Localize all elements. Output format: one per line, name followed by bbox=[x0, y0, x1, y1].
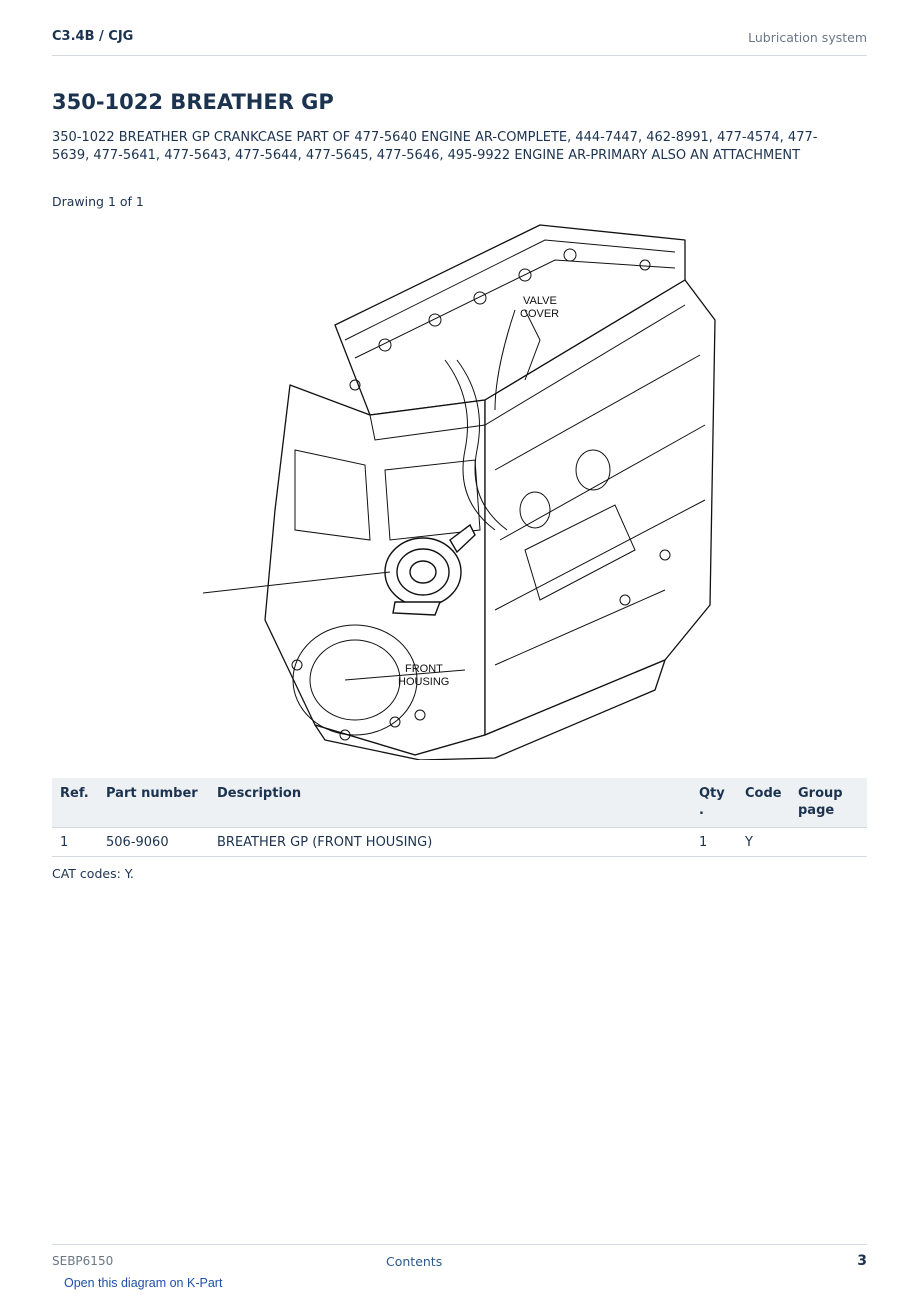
front-housing-label-line1: FRONT bbox=[405, 663, 443, 675]
cell-group-page bbox=[790, 827, 867, 857]
col-qty: Qty. bbox=[691, 778, 737, 828]
camshaft-port-2 bbox=[519, 491, 551, 529]
engine-diagram[interactable]: VALVE COVER FRONT HOUSING bbox=[195, 210, 725, 760]
bolt-3 bbox=[473, 291, 487, 305]
document-id: SEBP6150 bbox=[52, 1254, 114, 1268]
bolt-7 bbox=[639, 259, 651, 271]
col-description: Description bbox=[209, 778, 691, 828]
front-pulley-inner bbox=[309, 639, 401, 721]
front-pulley-housing bbox=[292, 624, 418, 736]
section-label: Lubrication system bbox=[748, 30, 867, 45]
cell-description: BREATHER GP (FRONT HOUSING) bbox=[209, 827, 691, 857]
parts-table: Ref. Part number Description Qty. Code G… bbox=[52, 778, 867, 857]
col-ref: Ref. bbox=[52, 778, 98, 828]
group-description: 350-1022 BREATHER GP CRANKCASE PART OF 4… bbox=[52, 130, 818, 163]
housing-bolt-1 bbox=[291, 659, 303, 671]
cell-code: Y bbox=[737, 827, 790, 857]
housing-bolt-5 bbox=[619, 594, 631, 606]
cat-codes-note: CAT codes: Y. bbox=[52, 866, 134, 881]
open-kpart-link[interactable]: Open this diagram on K-Part bbox=[64, 1276, 223, 1290]
housing-bolt-3 bbox=[339, 729, 351, 741]
valve-cover-label-line1: VALVE bbox=[523, 295, 557, 307]
cell-qty: 1 bbox=[691, 827, 737, 857]
bolt-4 bbox=[518, 268, 532, 282]
page-header: C3.4B / CJG Lubrication system bbox=[52, 28, 867, 56]
col-part-number: Part number bbox=[98, 778, 209, 828]
page-footer: SEBP6150 Contents 3 bbox=[52, 1244, 867, 1275]
ref-1-leader-line bbox=[202, 571, 391, 594]
front-housing-label-line2: HOUSING bbox=[398, 676, 449, 688]
cell-part-number: 506-9060 bbox=[98, 827, 209, 857]
bolt-5 bbox=[563, 248, 577, 262]
page-number: 3 bbox=[857, 1253, 867, 1269]
contents-link[interactable]: Contents bbox=[386, 1254, 443, 1269]
cell-ref: 1 bbox=[52, 827, 98, 857]
oil-pan-outline bbox=[314, 659, 666, 760]
col-code: Code bbox=[737, 778, 790, 828]
model-label: C3.4B / CJG bbox=[52, 29, 134, 44]
bolt-1 bbox=[378, 338, 392, 352]
engine-drawing: VALVE COVER FRONT HOUSING bbox=[202, 224, 716, 760]
breather-gp bbox=[384, 523, 476, 616]
housing-bolt-6 bbox=[659, 549, 671, 561]
page-title: 350-1022 BREATHER GP bbox=[52, 90, 334, 114]
table-row: 1 506-9060 BREATHER GP (FRONT HOUSING) 1… bbox=[52, 827, 867, 857]
housing-bolt-4 bbox=[414, 709, 426, 721]
bolt-6 bbox=[349, 379, 361, 391]
bolt-2 bbox=[428, 313, 442, 327]
valve-cover-label-line2: COVER bbox=[520, 308, 559, 320]
housing-bolt-2 bbox=[389, 716, 401, 728]
camshaft-port-1 bbox=[575, 449, 611, 491]
parts-table-header-row: Ref. Part number Description Qty. Code G… bbox=[52, 778, 867, 828]
drawing-counter: Drawing 1 of 1 bbox=[52, 194, 144, 209]
